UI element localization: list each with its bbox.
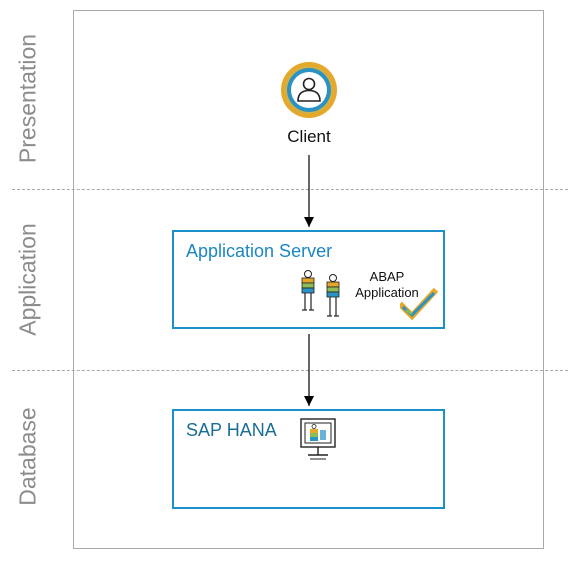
people-icon <box>298 270 346 324</box>
monitor-icon <box>298 417 338 463</box>
abap-application-label: ABAP Application <box>350 269 424 301</box>
user-circle-icon <box>279 60 339 120</box>
tier-divider-presentation-application <box>12 189 568 190</box>
sap-hana-box: SAP HANA <box>172 409 445 509</box>
tier-label-database: Database <box>14 407 41 506</box>
client-label: Client <box>287 127 331 146</box>
tier-label-presentation: Presentation <box>14 33 41 164</box>
tier-label-application: Application <box>14 223 41 336</box>
application-server-title: Application Server <box>186 241 333 261</box>
check-icon <box>397 287 439 322</box>
sap-hana-title: SAP HANA <box>186 420 277 440</box>
application-server-box: Application Server ABAP Application <box>172 230 445 329</box>
diagram-frame <box>73 10 544 549</box>
tier-divider-application-database <box>12 370 568 371</box>
abap-label-line2: Application <box>355 285 419 300</box>
abap-label-line1: ABAP <box>369 269 405 284</box>
